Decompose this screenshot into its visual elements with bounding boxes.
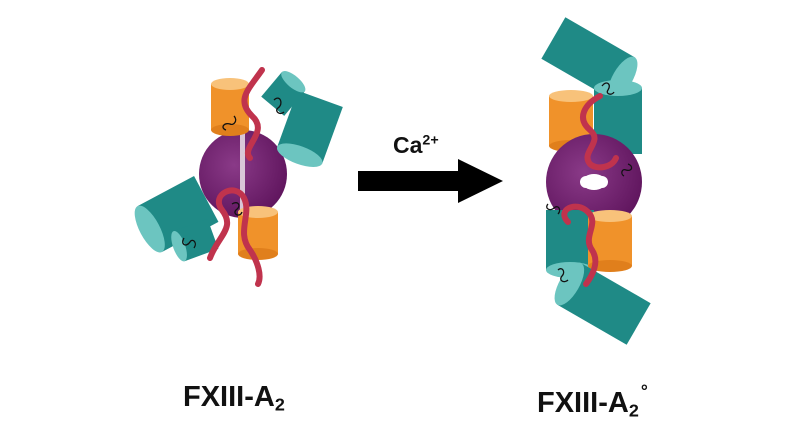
right-strand-1 xyxy=(601,82,615,95)
label-fxiii-a2-open-degree: ° xyxy=(640,381,648,401)
calcium-ion-charge: 2+ xyxy=(422,132,439,149)
right-red-loop-top xyxy=(580,93,619,171)
label-fxiii-a2: FXIII-A2 xyxy=(183,381,285,415)
left-strand-4 xyxy=(182,237,196,249)
left-teal-cylinder-lower xyxy=(134,176,219,253)
label-fxiii-a2-subscript: 2 xyxy=(274,394,285,415)
fxiii-a2-compact xyxy=(134,67,343,287)
label-fxiii-a2-main: FXIII-A xyxy=(183,381,275,413)
left-teal-cylinder-right xyxy=(276,90,343,167)
label-fxiii-a2-open-subscript: 2 xyxy=(628,400,639,421)
label-fxiii-a2-open: FXIII-A2° xyxy=(537,381,648,421)
calcium-ion-text: Ca xyxy=(393,132,423,158)
right-red-loop-bottom xyxy=(561,203,599,287)
calcium-ion-label: Ca2+ xyxy=(393,132,439,159)
right-strand-2 xyxy=(546,203,561,215)
right-orange-cylinder-bottom xyxy=(588,210,632,272)
reaction-arrow xyxy=(358,159,503,203)
left-red-loop-bottom xyxy=(207,187,263,287)
left-strand-3 xyxy=(231,202,243,216)
right-strand-3 xyxy=(557,268,569,283)
right-teal-cylinder-bottom xyxy=(554,262,651,345)
fxiii-a2-open xyxy=(541,17,651,345)
left-teal-cylinder-top xyxy=(261,71,306,116)
left-red-loop-top xyxy=(241,67,265,161)
label-fxiii-a2-open-main: FXIII-A xyxy=(537,386,629,419)
left-core-gap xyxy=(240,132,245,218)
left-strand-1 xyxy=(273,97,285,115)
right-strand-4 xyxy=(621,163,633,177)
left-teal-cylinder-bottom xyxy=(171,218,219,262)
left-strand-2 xyxy=(222,115,237,131)
